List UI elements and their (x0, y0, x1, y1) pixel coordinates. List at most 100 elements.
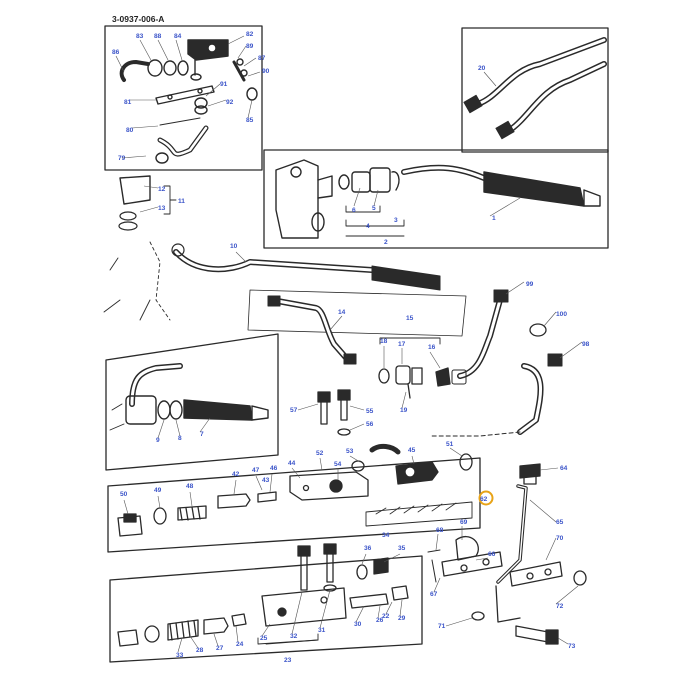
callout-29: 29 (398, 615, 406, 622)
callout-34: 34 (382, 532, 390, 539)
callout-5: 5 (372, 205, 376, 212)
callout-19: 19 (400, 407, 408, 414)
callout-79: 79 (118, 155, 126, 162)
callout-35: 35 (398, 545, 406, 552)
callout-9: 9 (156, 437, 160, 444)
callout-72: 72 (556, 603, 564, 610)
callout-81: 81 (124, 99, 132, 106)
top-left-assembly (119, 39, 258, 164)
callout-32: 32 (290, 633, 298, 640)
callout-22: 22 (382, 613, 390, 620)
callout-57: 57 (290, 407, 298, 414)
callout-66: 66 (488, 551, 496, 558)
callout-54: 54 (334, 461, 342, 468)
callout-69: 69 (460, 519, 468, 526)
highlight-ring-62 (478, 490, 494, 506)
callout-27: 27 (216, 645, 224, 652)
callout-90: 90 (262, 68, 270, 75)
bolts-55-57 (317, 389, 401, 455)
callout-53: 53 (346, 448, 354, 455)
frame-gasket (365, 501, 473, 527)
callout-55: 55 (366, 408, 374, 415)
frame-pipe-14 (247, 289, 467, 337)
callout-46: 46 (270, 465, 278, 472)
callout-50: 50 (120, 491, 128, 498)
pipe-14 (267, 295, 357, 365)
pipe-99-98 (429, 289, 563, 437)
callout-100: 100 (556, 311, 567, 318)
callout-84: 84 (174, 33, 182, 40)
callout-88: 88 (154, 33, 162, 40)
callout-17: 17 (398, 341, 406, 348)
callout-36: 36 (364, 545, 372, 552)
callout-11: 11 (178, 198, 185, 205)
callout-2: 2 (384, 239, 388, 246)
callout-47: 47 (252, 467, 260, 474)
callout-64: 64 (560, 465, 568, 472)
callout-18: 18 (380, 338, 388, 345)
callout-8: 8 (178, 435, 182, 442)
callout-49: 49 (154, 487, 162, 494)
callout-86: 86 (112, 49, 120, 56)
callout-labels: 1 2 3 4 5 6 7 8 9 10 11 12 13 14 15 16 1… (112, 31, 590, 664)
callout-62: 62 (480, 496, 488, 503)
callout-20: 20 (478, 65, 486, 72)
pipe-10-assembly (103, 175, 441, 321)
panel-frames (104, 25, 609, 663)
callout-26: 26 (376, 617, 384, 624)
callout-28: 28 (196, 647, 204, 654)
callout-51: 51 (446, 441, 454, 448)
callout-52: 52 (316, 450, 324, 457)
callout-98: 98 (582, 341, 590, 348)
callout-6: 6 (352, 207, 356, 214)
callout-73: 73 (568, 643, 576, 650)
callout-65: 65 (556, 519, 564, 526)
callout-80: 80 (126, 127, 134, 134)
callout-44: 44 (288, 460, 296, 467)
gasket-34 (375, 502, 457, 515)
callout-15: 15 (406, 315, 414, 322)
callout-16: 16 (428, 344, 436, 351)
callout-83: 83 (136, 33, 144, 40)
callout-13: 13 (158, 205, 166, 212)
callout-25: 25 (260, 635, 268, 642)
callout-70: 70 (556, 535, 564, 542)
frame-injector-line (263, 149, 609, 249)
valve-body (117, 453, 473, 537)
frame-valve-body (107, 457, 481, 553)
injector-line-assembly (275, 159, 601, 239)
leader-lines (115, 35, 583, 653)
callout-7: 7 (200, 431, 204, 438)
pump-body (117, 543, 409, 647)
injector-detail (109, 363, 269, 431)
fittings-15-19 (378, 337, 451, 399)
callout-99: 99 (526, 281, 534, 288)
callout-89: 89 (246, 43, 254, 50)
callout-12: 12 (158, 186, 166, 193)
callout-1: 1 (492, 215, 496, 222)
callout-24: 24 (236, 641, 244, 648)
reference-code: 3-0937-006-A (112, 14, 164, 24)
callout-3: 3 (394, 217, 398, 224)
callout-68: 68 (436, 527, 444, 534)
callout-71: 71 (438, 623, 446, 630)
group-brackets (163, 185, 319, 645)
frame-injector-detail (105, 333, 279, 471)
callout-23: 23 (284, 657, 292, 664)
callout-82: 82 (246, 31, 254, 38)
callout-10: 10 (230, 243, 238, 250)
callout-30: 30 (354, 621, 362, 628)
callout-85: 85 (246, 117, 254, 124)
callout-14: 14 (338, 309, 346, 316)
callout-91: 91 (220, 81, 228, 88)
callout-48: 48 (186, 483, 194, 490)
callout-31: 31 (318, 627, 326, 634)
frame-top-left (104, 25, 263, 171)
callout-67: 67 (430, 591, 438, 598)
callout-4: 4 (366, 223, 370, 230)
callout-87: 87 (258, 55, 266, 62)
callout-43: 43 (262, 477, 270, 484)
callout-56: 56 (366, 421, 374, 428)
